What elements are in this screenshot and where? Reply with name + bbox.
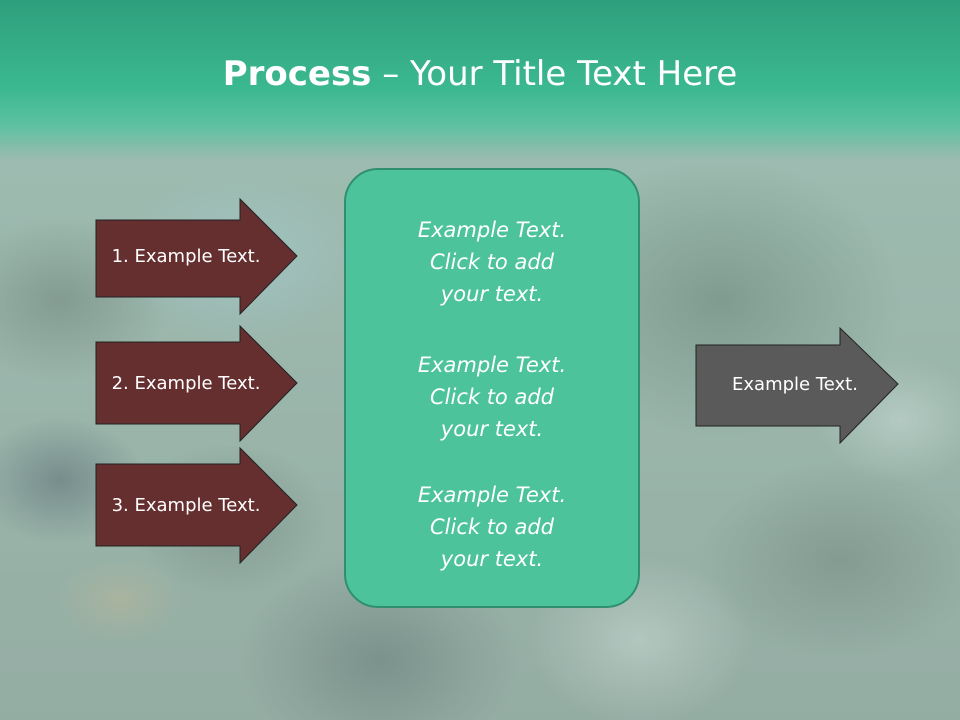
para-line: your text.	[440, 282, 544, 306]
arrow-shape	[95, 197, 298, 316]
step-label-2: 2. Example Text.	[111, 373, 261, 394]
para-line: your text.	[440, 417, 544, 441]
step-label-3: 3. Example Text.	[111, 495, 261, 516]
step-arrow-1[interactable]: 1. Example Text.	[95, 197, 298, 316]
arrow-shape	[95, 446, 298, 565]
step-label-1: 1. Example Text.	[111, 246, 261, 267]
arrow-shape	[695, 326, 899, 445]
para-line: Click to add	[429, 385, 554, 409]
title-bold: Process	[222, 54, 372, 94]
step-arrow-2[interactable]: 2. Example Text.	[95, 324, 298, 443]
center-paragraph-3: Example Text. Click to add your text.	[346, 479, 638, 575]
para-line: Click to add	[429, 515, 554, 539]
title-band	[0, 0, 960, 160]
arrow-shape	[95, 324, 298, 443]
output-arrow[interactable]: Example Text.	[695, 326, 899, 445]
para-line: Click to add	[429, 250, 554, 274]
para-line: your text.	[440, 547, 544, 571]
output-label: Example Text.	[732, 374, 858, 395]
title-rest: – Your Title Text Here	[371, 54, 738, 94]
slide-title[interactable]: Process – Your Title Text Here	[0, 52, 960, 96]
para-line: Example Text.	[417, 483, 567, 507]
center-text-box[interactable]: Example Text. Click to add your text. Ex…	[344, 168, 640, 608]
center-paragraph-1: Example Text. Click to add your text.	[346, 214, 638, 310]
para-line: Example Text.	[417, 218, 567, 242]
center-paragraph-2: Example Text. Click to add your text.	[346, 349, 638, 445]
step-arrow-3[interactable]: 3. Example Text.	[95, 446, 298, 565]
para-line: Example Text.	[417, 353, 567, 377]
